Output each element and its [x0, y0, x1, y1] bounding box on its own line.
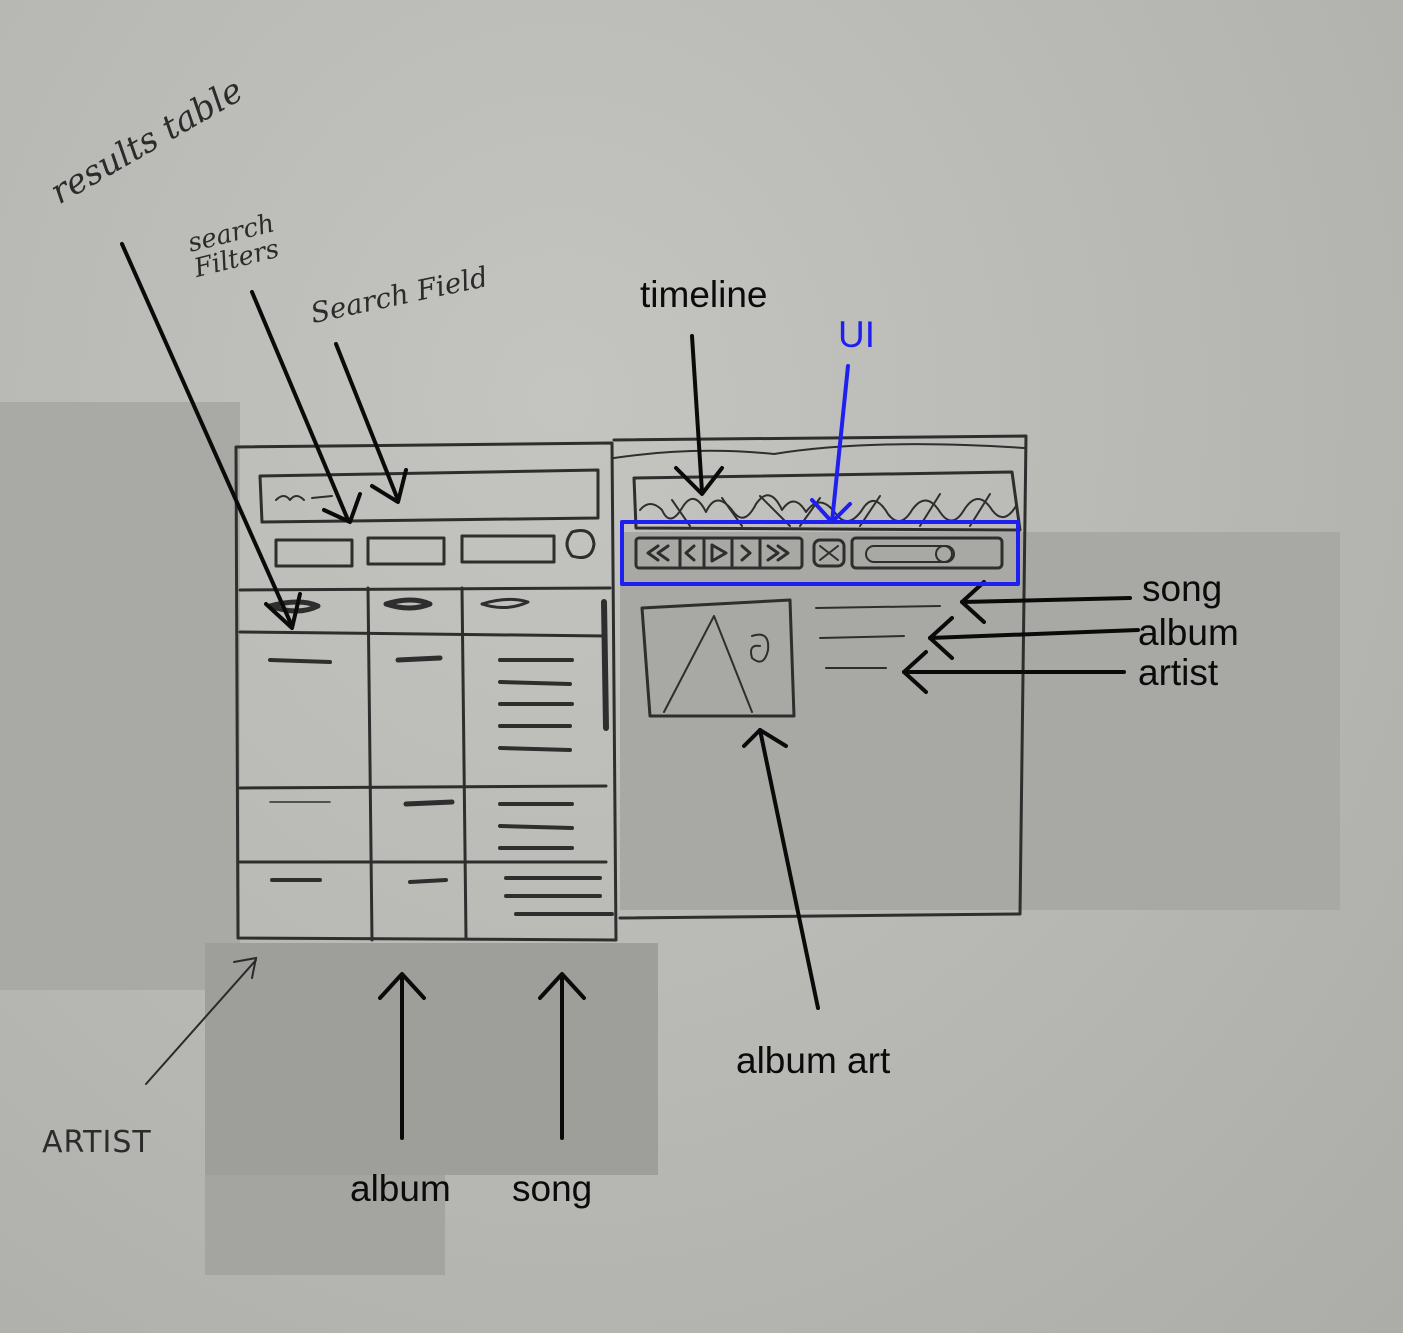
column-divider-2: [460, 586, 468, 940]
ui-label: UI: [838, 314, 875, 355]
song-column-label: song: [512, 1168, 593, 1209]
arrow-results-table: [120, 242, 294, 628]
previous-icon: [684, 544, 696, 562]
arrow-search-filters: [250, 290, 350, 522]
search-field-scribble: [275, 495, 333, 501]
volume-slider: [850, 536, 1004, 570]
song-text-line: [815, 605, 941, 609]
shade-patch-bottom: [205, 943, 658, 1175]
scrollbar: [601, 599, 609, 731]
filter-box-3: [460, 534, 556, 564]
arrow-timeline: [690, 334, 704, 494]
album-info-label: album: [1138, 612, 1239, 653]
next-icon: [740, 544, 752, 562]
arrow-album: [928, 628, 1140, 640]
artist-column-label: ARTIST: [42, 1125, 152, 1160]
shade-patch-bottom-left: [205, 1175, 445, 1275]
arrow-album-art: [758, 728, 820, 1010]
arrow-ui: [830, 364, 850, 524]
left-panel-outline: [234, 441, 618, 942]
shade-patch-left: [0, 402, 240, 990]
album-art-label: album art: [736, 1040, 891, 1081]
album-text-line: [819, 635, 905, 639]
song-info-label: song: [1142, 568, 1223, 609]
search-field-box: [258, 468, 600, 524]
filter-box-2: [366, 536, 446, 566]
arrow-artist-column: [145, 959, 257, 1085]
fast-forward-icon: [766, 544, 790, 562]
table-header-divider: [238, 586, 612, 592]
column-divider-1: [366, 586, 374, 942]
arrow-search-field: [334, 342, 400, 502]
header-album-scribble: [383, 597, 433, 611]
row-divider-1: [238, 784, 608, 790]
volume-slider-track: [865, 545, 955, 563]
filter-toggle-circle: [565, 529, 596, 559]
artist-info-label: artist: [1138, 652, 1219, 693]
arrow-song: [960, 596, 1132, 604]
timeline-label: timeline: [640, 274, 768, 315]
rewind-icon: [646, 544, 670, 562]
table-header-rule: [238, 630, 608, 638]
album-column-label: album: [350, 1168, 451, 1209]
shade-patch-right: [620, 532, 1340, 910]
controls-strip: [634, 536, 804, 570]
header-artist-scribble: [267, 599, 321, 614]
filter-box-1: [274, 538, 354, 568]
album-art-box: [640, 598, 796, 718]
right-panel-outline: [612, 434, 1028, 920]
header-song-scribble: [480, 597, 530, 609]
ui-highlight-box: [620, 520, 1020, 586]
album-art-mountain: [663, 615, 753, 713]
play-icon: [710, 543, 728, 563]
cell-line: [395, 655, 443, 663]
cell-line: [268, 658, 332, 664]
shuffle-icon: [812, 538, 846, 568]
